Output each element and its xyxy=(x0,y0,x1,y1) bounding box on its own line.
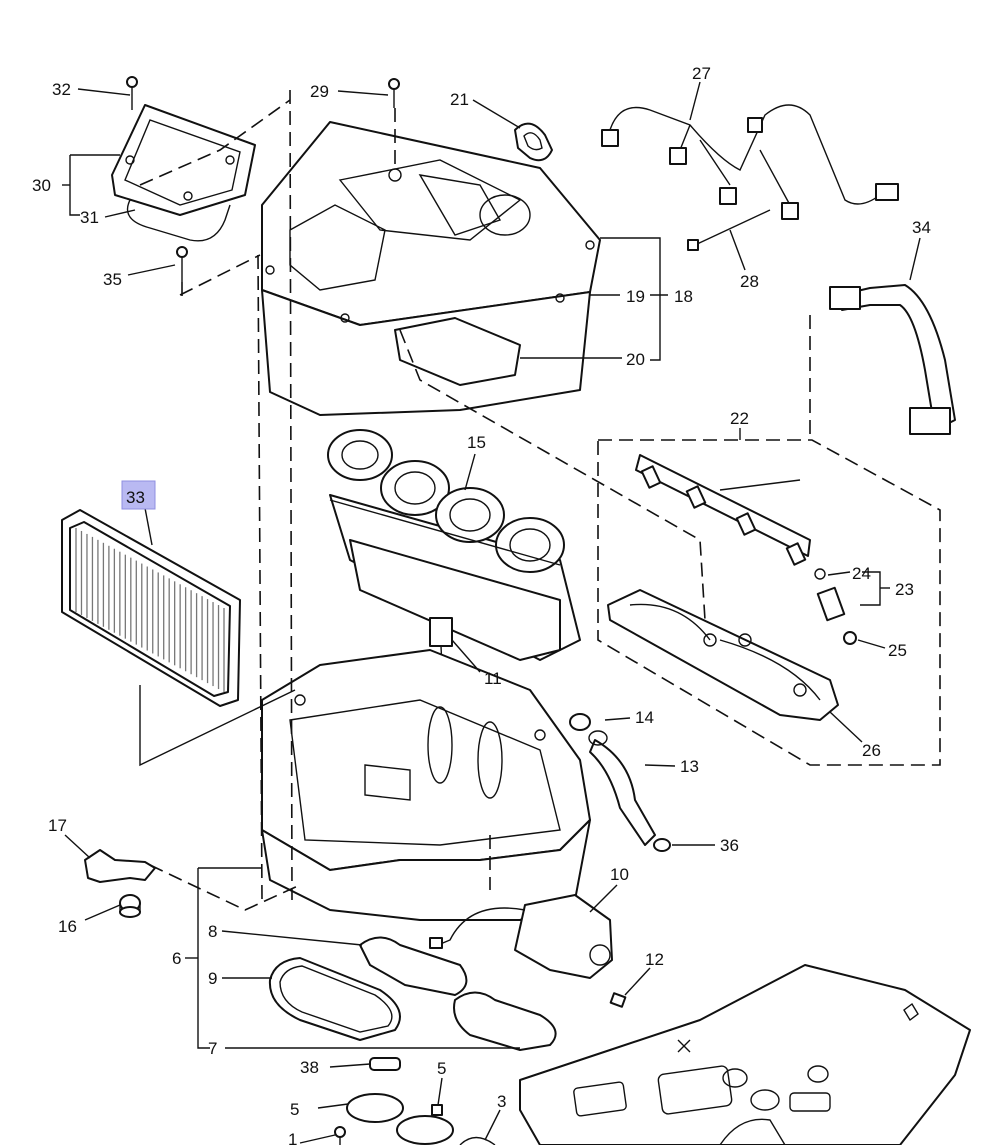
callout-16[interactable]: 16 xyxy=(58,917,77,936)
callout-21[interactable]: 21 xyxy=(450,90,469,109)
gasket-8[interactable] xyxy=(359,936,468,996)
callout-27[interactable]: 27 xyxy=(692,64,711,83)
callout-32[interactable]: 32 xyxy=(52,80,71,99)
callout-10[interactable]: 10 xyxy=(610,865,629,884)
callout-28[interactable]: 28 xyxy=(740,272,759,291)
band-28[interactable] xyxy=(687,209,771,251)
callout-25[interactable]: 25 xyxy=(888,641,907,660)
joint-3[interactable] xyxy=(459,1136,496,1145)
callout-23[interactable]: 23 xyxy=(895,580,914,599)
grommet-21[interactable] xyxy=(514,122,553,162)
callout-19[interactable]: 19 xyxy=(626,287,645,306)
callout-22[interactable]: 22 xyxy=(730,409,749,428)
bolt-29[interactable] xyxy=(388,78,400,108)
leader-lines xyxy=(62,81,921,1144)
gasket-9-inner xyxy=(279,965,393,1033)
callout-31[interactable]: 31 xyxy=(80,208,99,227)
hose-34[interactable] xyxy=(829,284,956,435)
valve-10[interactable] xyxy=(429,894,627,1008)
callout-24[interactable]: 24 xyxy=(852,564,871,583)
callout-5-right[interactable]: 5 xyxy=(437,1059,446,1078)
callout-20[interactable]: 20 xyxy=(626,350,645,369)
seal-20[interactable] xyxy=(394,317,521,386)
sub-cover-30[interactable] xyxy=(111,104,256,216)
callout-3[interactable]: 3 xyxy=(497,1092,506,1111)
callout-11[interactable]: 11 xyxy=(484,669,502,688)
callout-34[interactable]: 34 xyxy=(912,218,931,237)
bolt-32[interactable] xyxy=(126,76,138,110)
throttle-body-15[interactable] xyxy=(327,429,581,661)
callout-38[interactable]: 38 xyxy=(300,1058,319,1077)
callout-13[interactable]: 13 xyxy=(680,757,699,776)
air-box-cover[interactable] xyxy=(261,121,601,416)
gasket-9[interactable] xyxy=(268,957,401,1041)
joint-38[interactable] xyxy=(369,1057,401,1071)
bolt-1[interactable] xyxy=(334,1126,346,1145)
air-box-case[interactable] xyxy=(261,649,591,921)
callout-14[interactable]: 14 xyxy=(635,708,654,727)
callout-29[interactable]: 29 xyxy=(310,82,329,101)
callout-26[interactable]: 26 xyxy=(862,741,881,760)
injector-holder-26[interactable] xyxy=(607,589,839,721)
bolt-35[interactable] xyxy=(176,246,188,282)
clamp-5[interactable] xyxy=(346,1093,454,1145)
callout-5-left[interactable]: 5 xyxy=(290,1100,299,1119)
dashed-guides xyxy=(139,89,941,911)
callout-6[interactable]: 6 xyxy=(172,949,181,968)
callout-15[interactable]: 15 xyxy=(467,433,486,452)
damper-16[interactable] xyxy=(119,894,141,918)
callout-36[interactable]: 36 xyxy=(720,836,739,855)
callout-33-highlight xyxy=(121,480,156,510)
callout-30[interactable]: 30 xyxy=(32,176,51,195)
callout-35[interactable]: 35 xyxy=(103,270,122,289)
bracket-17[interactable] xyxy=(84,849,156,883)
callout-33[interactable]: 33 xyxy=(126,488,145,507)
gasket-7[interactable] xyxy=(453,991,557,1051)
callout-1[interactable]: 1 xyxy=(288,1130,297,1145)
callout-9[interactable]: 9 xyxy=(208,969,217,988)
callout-7[interactable]: 7 xyxy=(208,1039,217,1058)
air-filter-33[interactable] xyxy=(61,509,241,707)
callout-12[interactable]: 12 xyxy=(645,950,664,969)
callout-8[interactable]: 8 xyxy=(208,922,217,941)
filter-pleats xyxy=(75,528,225,692)
floor-plate xyxy=(519,964,971,1145)
hose-13[interactable] xyxy=(569,713,671,852)
callout-18[interactable]: 18 xyxy=(674,287,693,306)
floor-plate-cutouts xyxy=(573,1002,919,1145)
callouts: 32 30 31 35 29 21 27 28 34 19 18 20 22 1… xyxy=(32,64,931,1145)
fuel-rail-22[interactable] xyxy=(635,454,811,566)
callout-17[interactable]: 17 xyxy=(48,816,67,835)
injector-23[interactable] xyxy=(814,568,857,645)
wire-harness-27[interactable] xyxy=(601,104,899,220)
